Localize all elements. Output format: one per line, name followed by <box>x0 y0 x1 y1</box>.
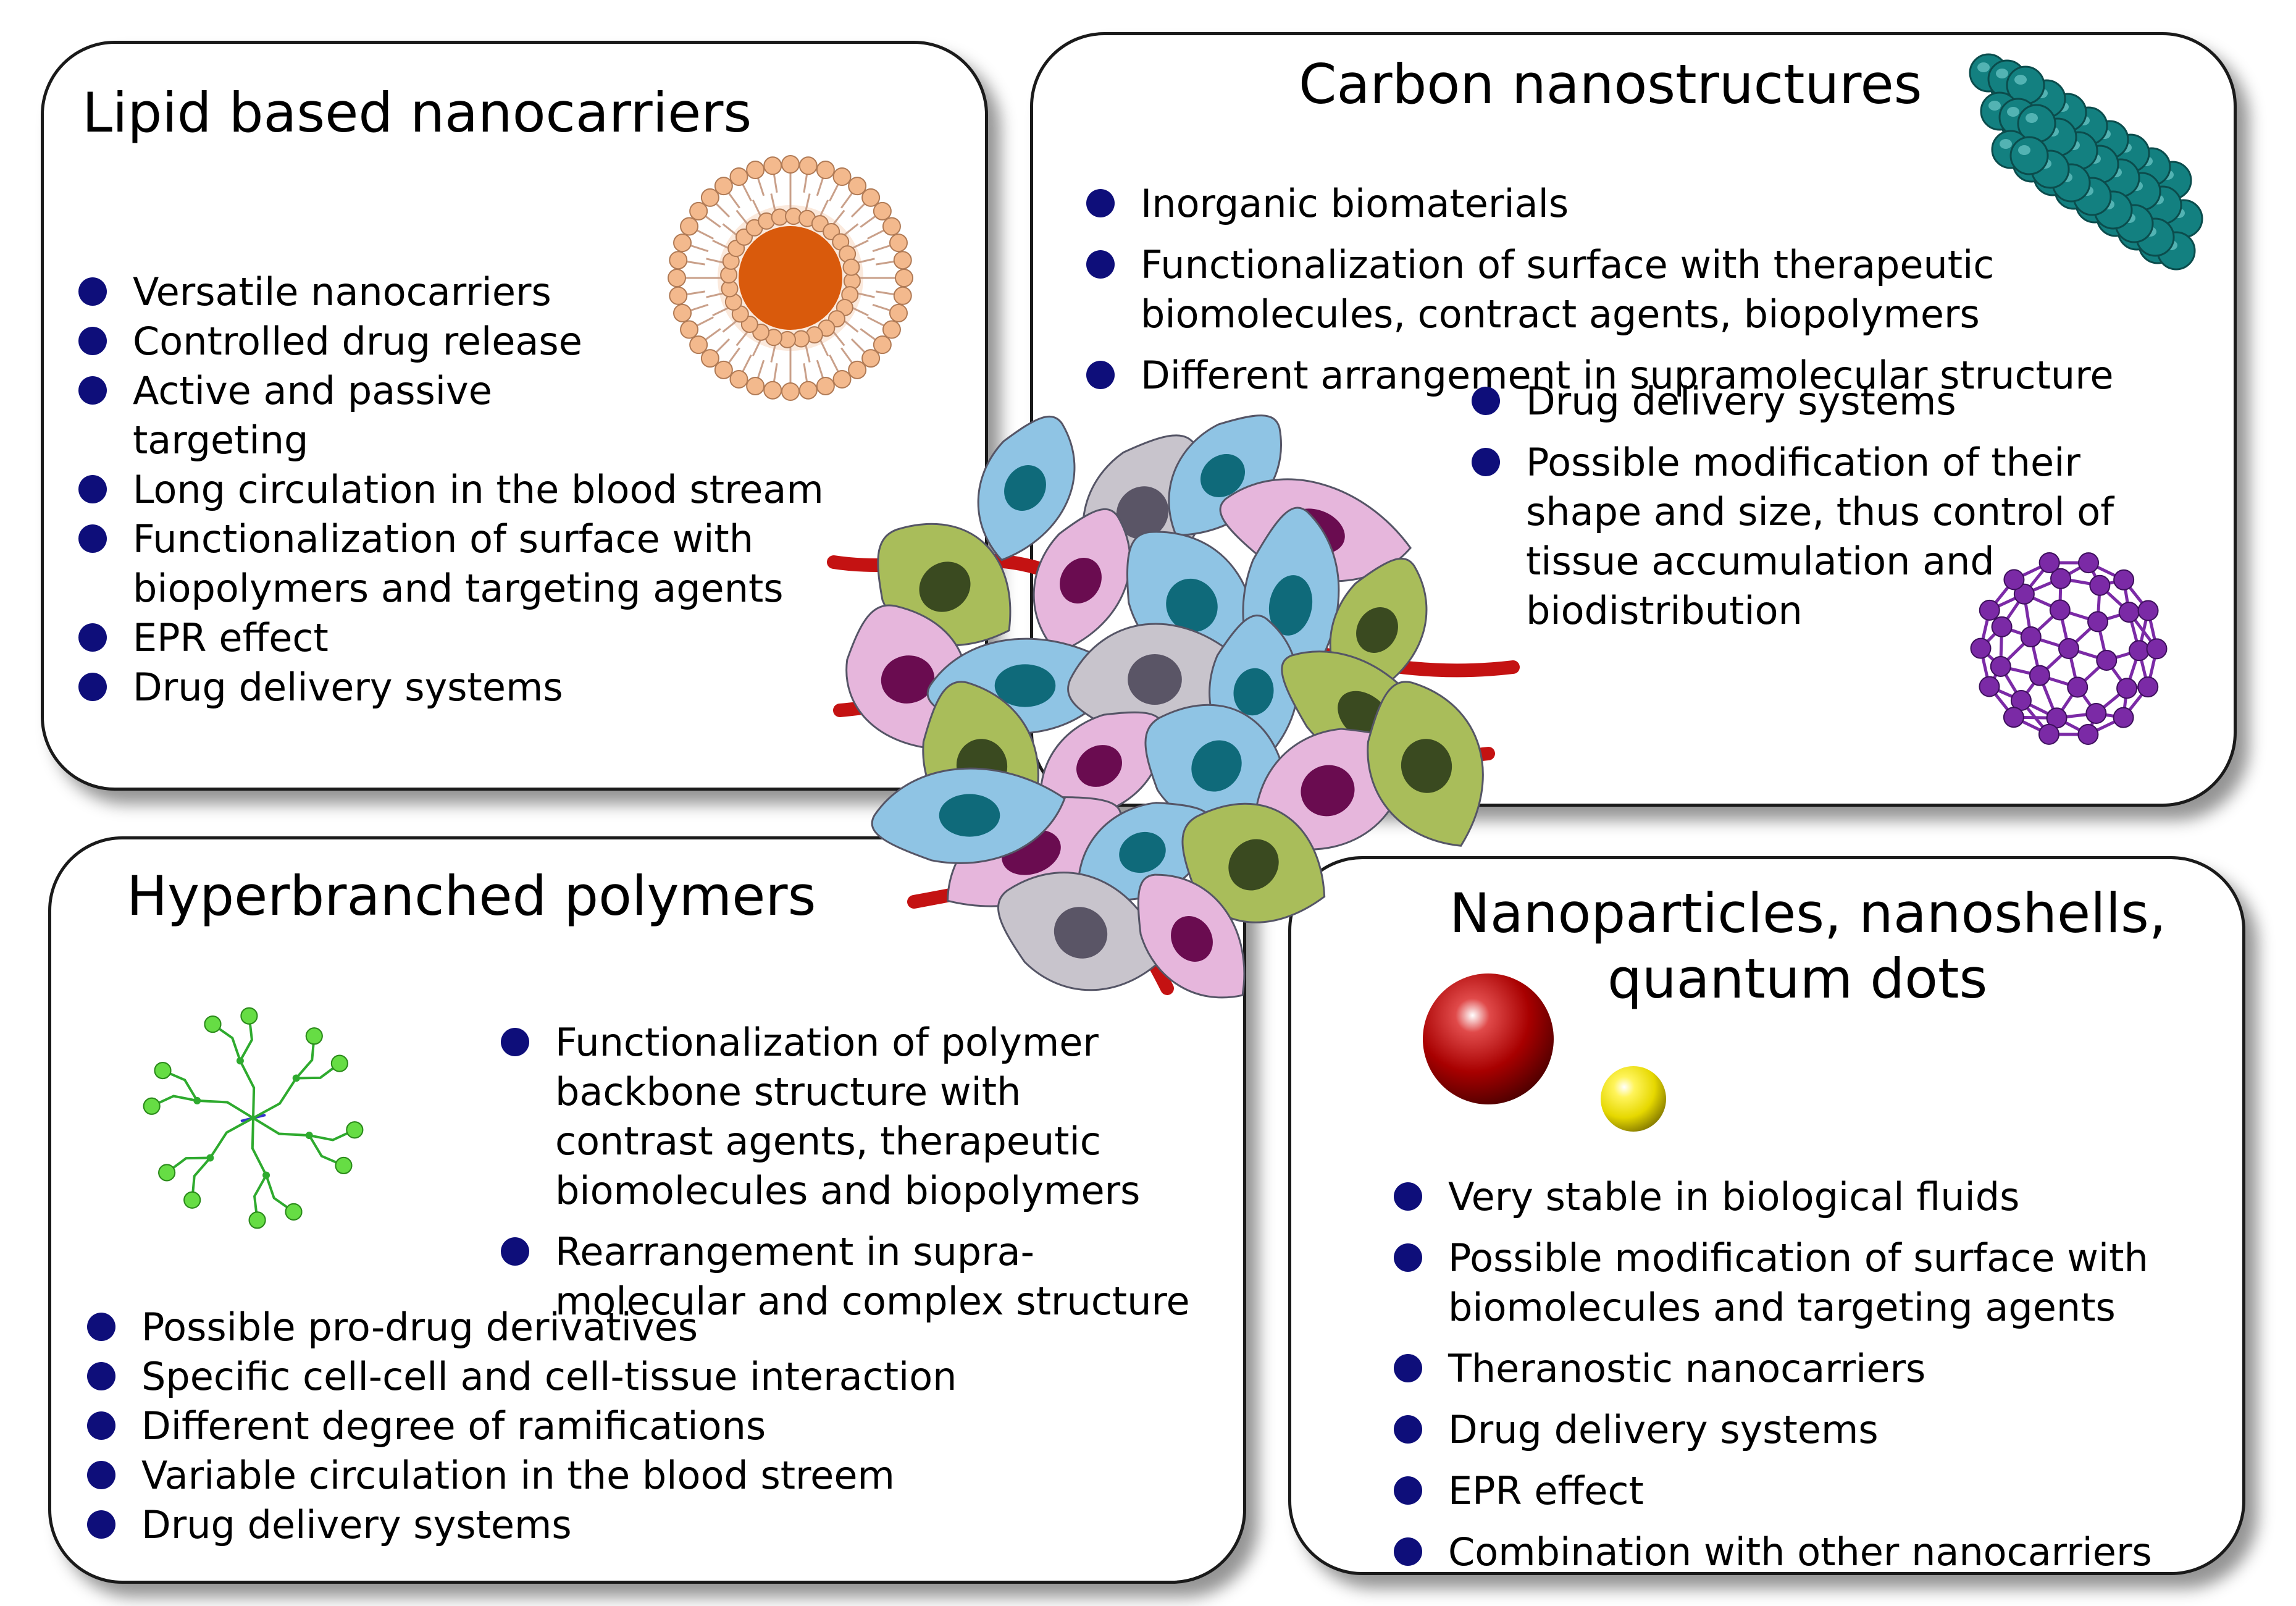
list-item: Different arrangement in supramolecular … <box>1086 351 2235 400</box>
list-item: EPR effect <box>78 613 980 663</box>
nanotube-bundle-icon <box>1969 53 2203 271</box>
list-item: Drug delivery systems <box>1472 377 2213 426</box>
list-item: Versatile nanocarriers <box>78 267 980 317</box>
bullet-list-indented: Drug delivery systems Possible modificat… <box>1472 365 2213 647</box>
bullet-list: Very stable in biological fluids Possibl… <box>1394 1161 2246 1589</box>
list-item: Functionalization of surface with therap… <box>1086 240 2235 339</box>
list-item: Inorganic biomaterials <box>1086 179 2235 229</box>
panel-title: Carbon nanostructures <box>1299 53 1922 116</box>
list-item: Active and passive targeting <box>78 366 980 465</box>
list-item: Functionalization of surface with biopol… <box>78 515 980 613</box>
list-item: Possible modification of their shape and… <box>1472 438 2213 636</box>
tumor-tissue-cluster-icon <box>827 414 1520 999</box>
list-item: Controlled drug release <box>78 317 980 366</box>
list-item: Drug delivery systems <box>1394 1405 2246 1455</box>
list-item: Combination with other nanocarriers <box>1394 1528 2246 1577</box>
list-item: Very stable in biological fluids <box>1394 1172 2246 1222</box>
bullet-list: Inorganic biomaterials Functionalization… <box>1086 167 2235 412</box>
list-item: Different degree of ramifications <box>87 1402 1236 1451</box>
list-item: Long circulation in the blood stream <box>78 465 980 515</box>
list-item: Drug delivery systems <box>78 663 980 712</box>
bullet-list: Possible pro-drug derivatives Specific c… <box>87 1303 1236 1550</box>
panel-title: Hyperbranched polymers <box>127 864 816 928</box>
panel-nanoparticles: Nanoparticles, nanoshells, quantum dots … <box>1288 856 2245 1575</box>
list-item: Rearrangement in supra- molecular and co… <box>501 1227 1242 1326</box>
bullet-list: Versatile nanocarriers Controlled drug r… <box>78 267 980 712</box>
bullet-list-right: Functionalization of polymer backbone st… <box>501 1006 1242 1338</box>
list-item: Possible pro-drug derivatives <box>87 1303 1236 1352</box>
list-item: Functionalization of polymer backbone st… <box>501 1018 1242 1216</box>
panel-title-line1: Nanoparticles, nanoshells, <box>1449 881 2166 945</box>
panel-title: Lipid based nanocarriers <box>82 81 752 145</box>
hyperbranched-polymer-icon <box>143 1007 364 1229</box>
yellow-quantum-dot-icon <box>1601 1066 1666 1132</box>
list-item: Drug delivery systems <box>87 1500 1236 1550</box>
list-item: Variable circulation in the blood streem <box>87 1451 1236 1500</box>
list-item: EPR effect <box>1394 1466 2246 1516</box>
list-item: Specific cell-cell and cell-tissue inter… <box>87 1352 1236 1402</box>
fullerene-icon <box>1970 552 2168 746</box>
list-item: Theranostic nanocarriers <box>1394 1344 2246 1394</box>
red-nanoparticle-icon <box>1423 973 1554 1104</box>
list-item: Possible modification of surface with bi… <box>1394 1234 2246 1332</box>
panel-title-line2: quantum dots <box>1607 947 1988 1011</box>
liposome-icon <box>668 155 913 401</box>
